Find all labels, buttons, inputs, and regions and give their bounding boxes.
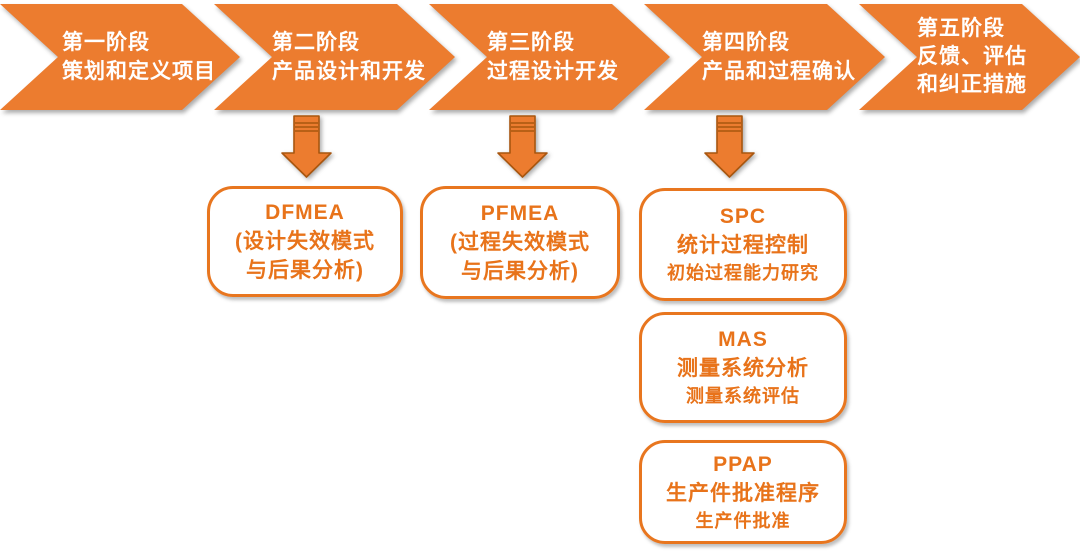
phase-4-line-2: 产品和过程确认 [702, 60, 856, 83]
spc-acronym: SPC [719, 205, 767, 228]
phase-1-chevron-shape: 第一阶段 策划和定义项目 [0, 4, 240, 110]
mas-box: MAS 测量系统分析 测量系统评估 [639, 312, 847, 423]
pfmea-line-1: (过程失效模式 [450, 230, 590, 254]
phase-3-label: 第三阶段 过程设计开发 [487, 28, 619, 86]
phase-5-line-1: 第五阶段 [917, 17, 1005, 40]
phase-5-line-3: 和纠正措施 [917, 73, 1027, 96]
phase-4-chevron-shape: 第四阶段 产品和过程确认 [644, 4, 885, 110]
phase-1-chevron: 第一阶段 策划和定义项目 [0, 4, 240, 110]
phase-2-line-1: 第二阶段 [272, 31, 360, 54]
ppap-line-1: 生产件批准程序 [666, 481, 820, 505]
phase-4-label: 第四阶段 产品和过程确认 [702, 28, 856, 86]
dfmea-acronym: DFMEA [265, 200, 345, 224]
pfmea-box: PFMEA (过程失效模式 与后果分析) [420, 186, 620, 299]
pfmea-acronym: PFMEA [480, 201, 560, 225]
down-arrow-icon-phase2-to-dfmea [281, 115, 332, 178]
ppap-line-2: 生产件批准 [695, 510, 791, 531]
down-arrow-icon-phase4-to-spc [704, 115, 755, 178]
phase-5-chevron-shape: 第五阶段 反馈、评估 和纠正措施 [859, 4, 1080, 110]
dfmea-box: DFMEA (设计失效模式 与后果分析) [207, 186, 403, 297]
dfmea-line-2: 与后果分析) [246, 258, 364, 282]
mas-acronym: MAS [718, 328, 768, 351]
down-arrow-icon-phase3-to-pfmea [497, 115, 548, 178]
phase-5-line-2: 反馈、评估 [917, 45, 1027, 68]
phase-2-chevron-shape: 第二阶段 产品设计和开发 [214, 4, 455, 110]
phase-3-line-2: 过程设计开发 [487, 60, 619, 83]
phase-2-line-2: 产品设计和开发 [272, 60, 426, 83]
ppap-box: PPAP 生产件批准程序 生产件批准 [639, 440, 847, 544]
phase-4-line-1: 第四阶段 [702, 31, 790, 54]
ppap-acronym: PPAP [713, 452, 773, 476]
phase-1-line-1: 第一阶段 [62, 31, 150, 54]
pfmea-line-2: 与后果分析) [461, 259, 579, 283]
phase-4-chevron: 第四阶段 产品和过程确认 [644, 4, 885, 110]
phase-5-chevron: 第五阶段 反馈、评估 和纠正措施 [859, 4, 1080, 110]
spc-line-2: 初始过程能力研究 [667, 263, 819, 283]
phase-1-label: 第一阶段 策划和定义项目 [62, 28, 216, 86]
phase-5-label: 第五阶段 反馈、评估 和纠正措施 [917, 15, 1027, 99]
phase-1-line-2: 策划和定义项目 [62, 60, 216, 83]
mas-line-2: 测量系统评估 [686, 386, 800, 406]
phase-2-label: 第二阶段 产品设计和开发 [272, 28, 426, 86]
spc-line-1: 统计过程控制 [677, 234, 809, 257]
phase-3-chevron: 第三阶段 过程设计开发 [429, 4, 670, 110]
phase-3-chevron-shape: 第三阶段 过程设计开发 [429, 4, 670, 110]
dfmea-line-1: (设计失效模式 [235, 229, 375, 253]
phase-3-line-1: 第三阶段 [487, 31, 575, 54]
phase-2-chevron: 第二阶段 产品设计和开发 [214, 4, 455, 110]
spc-box: SPC 统计过程控制 初始过程能力研究 [639, 188, 847, 301]
mas-line-1: 测量系统分析 [677, 357, 809, 380]
